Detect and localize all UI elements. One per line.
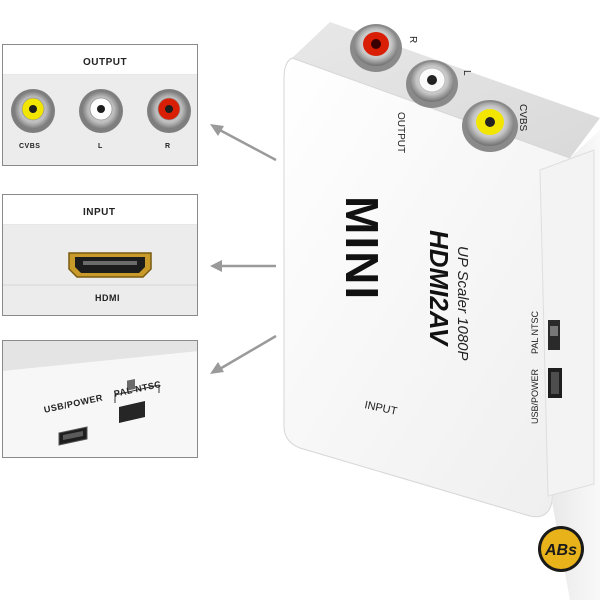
device-subtitle-text: UP Scaler 1080P	[454, 246, 471, 361]
device-jack-label-l: L	[461, 70, 472, 76]
arrow-to-input-icon	[210, 260, 276, 272]
arrow-to-output-icon	[210, 124, 277, 162]
device-brand-text: MINI	[336, 196, 388, 301]
side-closeup-panel: USB/POWER PAL NTSC	[2, 340, 198, 458]
abs-logo-text: ABs	[544, 542, 577, 559]
output-jack-cvbs-icon	[11, 89, 55, 133]
input-panel-title: INPUT	[83, 207, 116, 218]
rca-jack-yellow-icon	[462, 100, 518, 152]
pal-ntsc-switch-icon	[119, 378, 145, 423]
device-jack-label-cvbs: CVBS	[517, 104, 528, 132]
output-panel-title: OUTPUT	[83, 57, 128, 68]
input-closeup-panel: INPUT HDMI	[2, 194, 198, 316]
output-jack-r-icon	[147, 89, 191, 133]
output-jack-label-r: R	[165, 143, 171, 150]
abs-logo: ABs	[538, 526, 584, 572]
output-jacks-group	[11, 89, 191, 133]
device-usb-port-icon	[548, 368, 562, 398]
device-output-label: OUTPUT	[395, 112, 406, 153]
hdmi-port-label: HDMI	[95, 293, 120, 303]
device-pal-ntsc-switch-icon	[548, 320, 560, 350]
arrow-to-side-icon	[210, 334, 277, 374]
device-jack-label-r: R	[407, 36, 418, 43]
output-jack-label-cvbs: CVBS	[19, 143, 41, 150]
usb-port-icon	[58, 426, 88, 446]
output-closeup-panel: OUTPUT CVBS L R	[2, 44, 198, 166]
input-panel-art	[3, 195, 197, 315]
device-side-usb-label: USB/POWER	[530, 368, 540, 424]
side-panel-art	[3, 341, 197, 457]
device-side-panel	[539, 149, 595, 497]
hdmi-port-icon	[68, 252, 152, 278]
rca-jack-red-icon	[350, 24, 402, 72]
rca-jack-white-icon	[406, 60, 458, 108]
output-jack-label-l: L	[98, 143, 103, 150]
device-side-switch-label: PAL NTSC	[530, 310, 540, 354]
output-jack-l-icon	[79, 89, 123, 133]
device-model-text: HDMI2AV	[424, 230, 454, 348]
